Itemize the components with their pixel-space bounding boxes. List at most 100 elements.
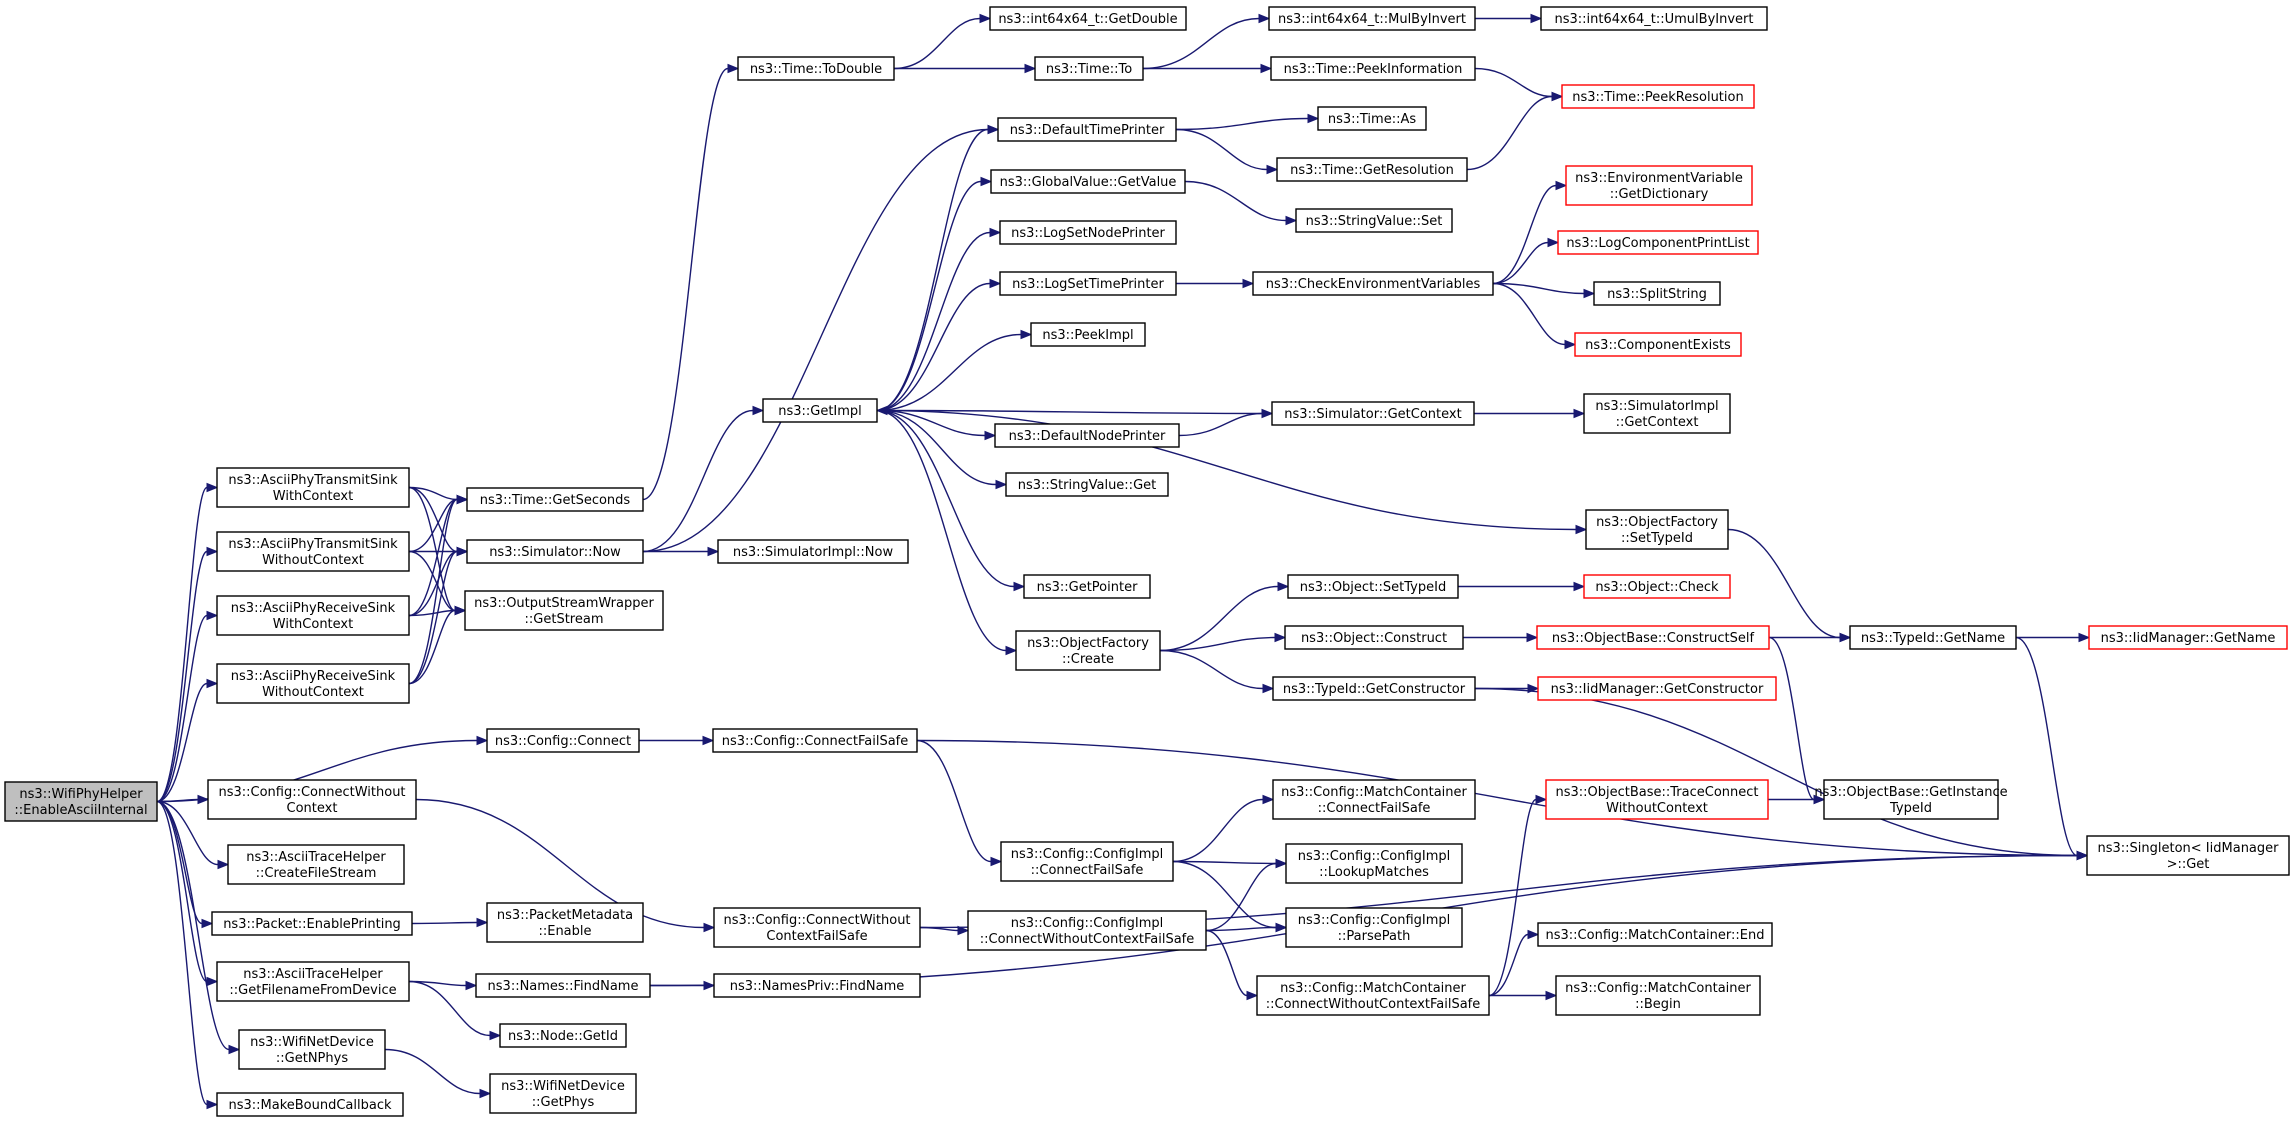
edge-line (1727, 528, 1841, 639)
node-objconstruct[interactable]: ns3::Object::Construct (1284, 625, 1464, 650)
node-singleton[interactable]: ns3::Singleton< IidManager>::Get (2086, 835, 2290, 876)
node-splitstr[interactable]: ns3::SplitString (1593, 281, 1721, 306)
edge-mulbyinv-to-umulbyinv (1475, 13, 1543, 24)
node-cfgcfs[interactable]: ns3::Config::ConnectFailSafe (712, 728, 918, 753)
node-box (713, 973, 921, 998)
node-timeto[interactable]: ns3::Time::To (1034, 56, 1144, 81)
node-iidgetctor[interactable]: ns3::IidManager::GetConstructor (1537, 676, 1777, 701)
node-nodegetid[interactable]: ns3::Node::GetId (499, 1023, 627, 1048)
node-ofsettid[interactable]: ns3::ObjectFactory::SetTypeId (1585, 509, 1729, 550)
node-peekimpl[interactable]: ns3::PeekImpl (1030, 322, 1146, 347)
node-tidgetctor[interactable]: ns3::TypeId::GetConstructor (1272, 676, 1476, 701)
edge-line (2015, 636, 2078, 857)
node-getphys[interactable]: ns3::WifiNetDevice::GetPhys (489, 1073, 637, 1114)
node-checkenv[interactable]: ns3::CheckEnvironmentVariables (1252, 271, 1494, 296)
edge-tidgetname-to-singleton (2015, 636, 2089, 861)
node-obconstself[interactable]: ns3::ObjectBase::ConstructSelf (1536, 625, 1770, 650)
node-createfile[interactable]: ns3::AsciiTraceHelper::CreateFileStream (227, 844, 405, 885)
node-getfname[interactable]: ns3::AsciiTraceHelper::GetFilenameFromDe… (216, 961, 410, 1002)
edge-line (411, 921, 478, 925)
node-getseconds[interactable]: ns3::Time::GetSeconds (466, 487, 644, 512)
node-box (994, 423, 1180, 448)
node-umulbyinv[interactable]: ns3::int64x64_t::UmulByInvert (1540, 6, 1768, 31)
edge-arrowhead (989, 278, 1002, 289)
node-root[interactable]: ns3::WifiPhyHelper::EnableAsciiInternal (4, 781, 158, 822)
node-logcpl[interactable]: ns3::LogComponentPrintList (1557, 230, 1759, 255)
node-gvget[interactable]: ns3::GlobalValue::GetValue (990, 169, 1186, 194)
node-logtp[interactable]: ns3::LogSetTimePrinter (999, 271, 1177, 296)
node-tidgetname[interactable]: ns3::TypeId::GetName (1849, 625, 2017, 650)
node-box (1540, 6, 1768, 31)
node-mulbyinv[interactable]: ns3::int64x64_t::MulByInvert (1268, 6, 1476, 31)
edge-arrowhead (479, 1088, 492, 1099)
node-svset[interactable]: ns3::StringValue::Set (1295, 208, 1453, 233)
node-box (207, 779, 417, 820)
node-mcbegin[interactable]: ns3::Config::MatchContainer::Begin (1555, 975, 1761, 1016)
node-lognp[interactable]: ns3::LogSetNodePrinter (999, 220, 1177, 245)
node-timeas[interactable]: ns3::Time::As (1317, 106, 1427, 131)
node-mccwcfs[interactable]: ns3::Config::MatchContainer::ConnectWith… (1256, 975, 1490, 1016)
node-box (1005, 472, 1169, 497)
node-simimplctx[interactable]: ns3::SimulatorImpl::GetContext (1583, 393, 1731, 434)
edge-line (1159, 636, 1276, 652)
node-cipp[interactable]: ns3::Config::ConfigImpl::ParsePath (1285, 907, 1463, 948)
node-label-line: ns3::Object::SetTypeId (1300, 580, 1446, 595)
node-peekinfo[interactable]: ns3::Time::PeekInformation (1270, 56, 1476, 81)
node-namesfind[interactable]: ns3::Names::FindName (475, 973, 651, 998)
node-box (1030, 322, 1146, 347)
node-cicfs[interactable]: ns3::Config::ConfigImpl::ConnectFailSafe (1000, 841, 1174, 882)
node-svget[interactable]: ns3::StringValue::Get (1005, 472, 1169, 497)
node-box (712, 728, 918, 753)
node-label-line: ns3::TypeId::GetName (1861, 631, 2005, 646)
node-box (1537, 922, 1773, 947)
node-cfgconnwo[interactable]: ns3::Config::ConnectWithoutContext (207, 779, 417, 820)
node-deftp[interactable]: ns3::DefaultTimePrinter (997, 117, 1177, 142)
edge-arrowhead (1526, 632, 1539, 643)
edge-peekinfo-to-peekres (1474, 67, 1564, 102)
edge-arrowhead (1547, 237, 1560, 248)
edge-line (408, 550, 458, 617)
node-makebound[interactable]: ns3::MakeBoundCallback (216, 1092, 404, 1117)
node-defnp[interactable]: ns3::DefaultNodePrinter (994, 423, 1180, 448)
node-simgetctx[interactable]: ns3::Simulator::GetContext (1271, 401, 1475, 426)
node-pktenable[interactable]: ns3::Packet::EnablePrinting (211, 911, 413, 936)
node-compex[interactable]: ns3::ComponentExists (1574, 332, 1742, 357)
edge-getimpl-to-logtp (876, 278, 1002, 412)
edge-tidgetctor-to-singleton (1474, 687, 2089, 861)
node-objcheck[interactable]: ns3::Object::Check (1583, 574, 1731, 599)
node-simimplnow[interactable]: ns3::SimulatorImpl::Now (717, 539, 909, 564)
node-npfind[interactable]: ns3::NamesPriv::FindName (713, 973, 921, 998)
edge-line (1492, 282, 1585, 295)
node-getimpl[interactable]: ns3::GetImpl (762, 398, 878, 423)
node-box (1536, 625, 1770, 650)
node-todouble[interactable]: ns3::Time::ToDouble (737, 56, 895, 81)
node-iidgetname[interactable]: ns3::IidManager::GetName (2088, 625, 2288, 650)
node-getnphys[interactable]: ns3::WifiNetDevice::GetNPhys (238, 1029, 386, 1070)
node-envdict[interactable]: ns3::EnvironmentVariable::GetDictionary (1565, 165, 1753, 206)
edge-line (1205, 926, 1277, 932)
node-objsettid[interactable]: ns3::Object::SetTypeId (1287, 574, 1459, 599)
node-cilm[interactable]: ns3::Config::ConfigImpl::LookupMatches (1285, 843, 1463, 884)
node-pmenable[interactable]: ns3::PacketMetadata::Enable (486, 902, 644, 943)
node-mccfs[interactable]: ns3::Config::MatchContainer::ConnectFail… (1272, 779, 1476, 820)
node-box (1287, 574, 1459, 599)
edge-line (1488, 933, 1529, 997)
node-getres[interactable]: ns3::Time::GetResolution (1276, 157, 1468, 182)
node-cfgcwcfs[interactable]: ns3::Config::ConnectWithoutContextFailSa… (713, 907, 921, 948)
node-osw[interactable]: ns3::OutputStreamWrapper::GetStream (464, 590, 664, 631)
node-mcend[interactable]: ns3::Config::MatchContainer::End (1537, 922, 1773, 947)
node-peekres[interactable]: ns3::Time::PeekResolution (1561, 84, 1755, 109)
node-ofcreate[interactable]: ns3::ObjectFactory::Create (1015, 630, 1161, 671)
node-cfgconnect[interactable]: ns3::Config::Connect (486, 728, 640, 753)
node-obtcwc[interactable]: ns3::ObjectBase::TraceConnectWithoutCont… (1545, 779, 1769, 820)
node-simnow[interactable]: ns3::Simulator::Now (466, 539, 644, 564)
node-cicwcfs[interactable]: ns3::Config::ConfigImpl::ConnectWithoutC… (967, 910, 1207, 951)
node-getdouble[interactable]: ns3::int64x64_t::GetDouble (989, 6, 1187, 31)
node-getptr[interactable]: ns3::GetPointer (1023, 574, 1151, 599)
node-label-line: ns3::int64x64_t::MulByInvert (1278, 12, 1466, 27)
